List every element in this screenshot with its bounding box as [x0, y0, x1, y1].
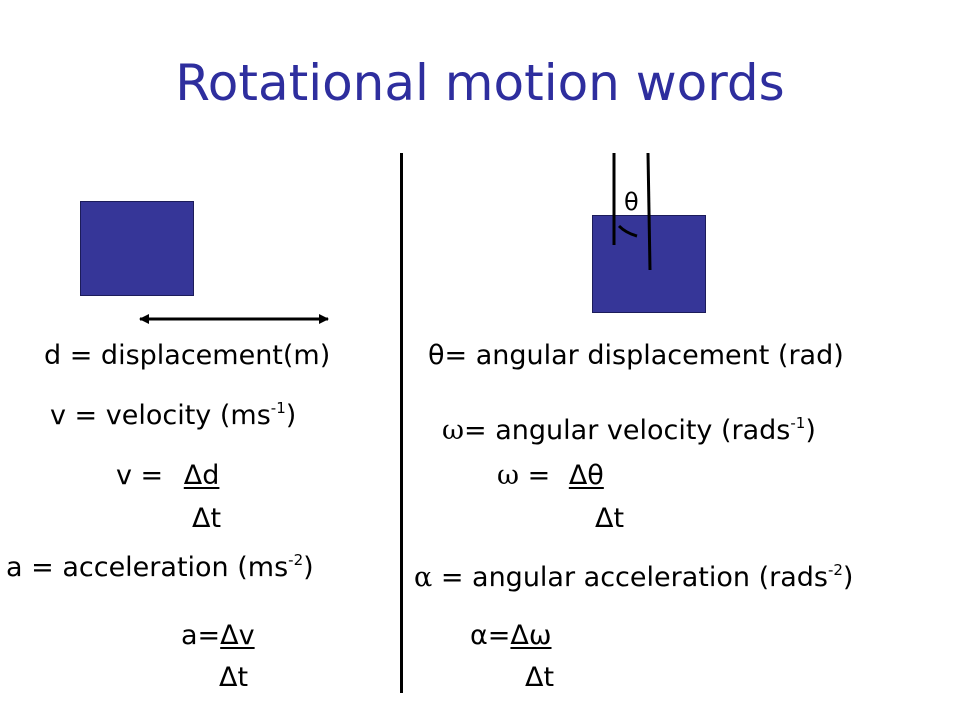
- angular-velocity-exponent: -1: [790, 414, 806, 432]
- angular-acceleration-exponent: -2: [827, 561, 843, 579]
- acceleration-close: ): [303, 552, 314, 583]
- a-denominator: Δt: [219, 662, 249, 693]
- v-denominator: Δt: [192, 503, 222, 534]
- velocity-close: ): [285, 400, 297, 431]
- alpha-symbol: α: [414, 562, 433, 593]
- v-eq-prefix: v =: [116, 460, 172, 491]
- w-numerator: Δθ: [568, 460, 604, 491]
- displacement-text: d = displacement(m): [44, 340, 331, 371]
- alpha-denominator: Δt: [525, 662, 555, 693]
- a-eq-prefix: a=: [181, 620, 221, 651]
- acceleration-text: a = acceleration (ms-2): [6, 551, 314, 583]
- acceleration-equation: a=Δv: [181, 622, 255, 649]
- v-numerator: Δd: [183, 460, 220, 491]
- angular-velocity-equation: ω = Δθ: [497, 462, 604, 489]
- w-eq-prefix: =: [519, 460, 559, 491]
- alpha-eq-prefix: α=: [470, 620, 511, 651]
- velocity-text: v = velocity (ms-1): [50, 399, 297, 431]
- center-divider: [400, 153, 403, 693]
- a-numerator: Δv: [220, 620, 255, 651]
- angular-acceleration-close: ): [842, 562, 854, 593]
- w-eq-symbol: ω: [497, 460, 520, 491]
- w-denominator: Δt: [595, 503, 625, 534]
- angular-acceleration-equation: α=Δω: [470, 622, 552, 649]
- velocity-label: v = velocity (ms: [50, 400, 271, 431]
- alpha-numerator: Δω: [510, 620, 552, 651]
- acceleration-exponent: -2: [288, 551, 304, 569]
- velocity-equation: v = Δd: [116, 462, 219, 489]
- velocity-exponent: -1: [270, 399, 286, 417]
- angular-velocity-close: ): [805, 415, 816, 446]
- linear-block: [80, 201, 194, 296]
- angular-velocity-label: = angular velocity (rads: [464, 415, 791, 446]
- acceleration-label: a = acceleration (ms: [6, 552, 289, 583]
- angular-velocity-text: ω= angular velocity (rads-1): [442, 414, 816, 446]
- angular-displacement-text: θ= angular displacement (rad): [428, 340, 844, 371]
- theta-mark: θ: [624, 188, 639, 216]
- rotating-block: [592, 215, 706, 313]
- angular-acceleration-label: = angular acceleration (rads: [432, 562, 828, 593]
- angular-acceleration-text: α = angular acceleration (rads-2): [414, 561, 854, 593]
- omega-symbol: ω: [442, 415, 465, 446]
- slide-title: Rotational motion words: [175, 54, 785, 112]
